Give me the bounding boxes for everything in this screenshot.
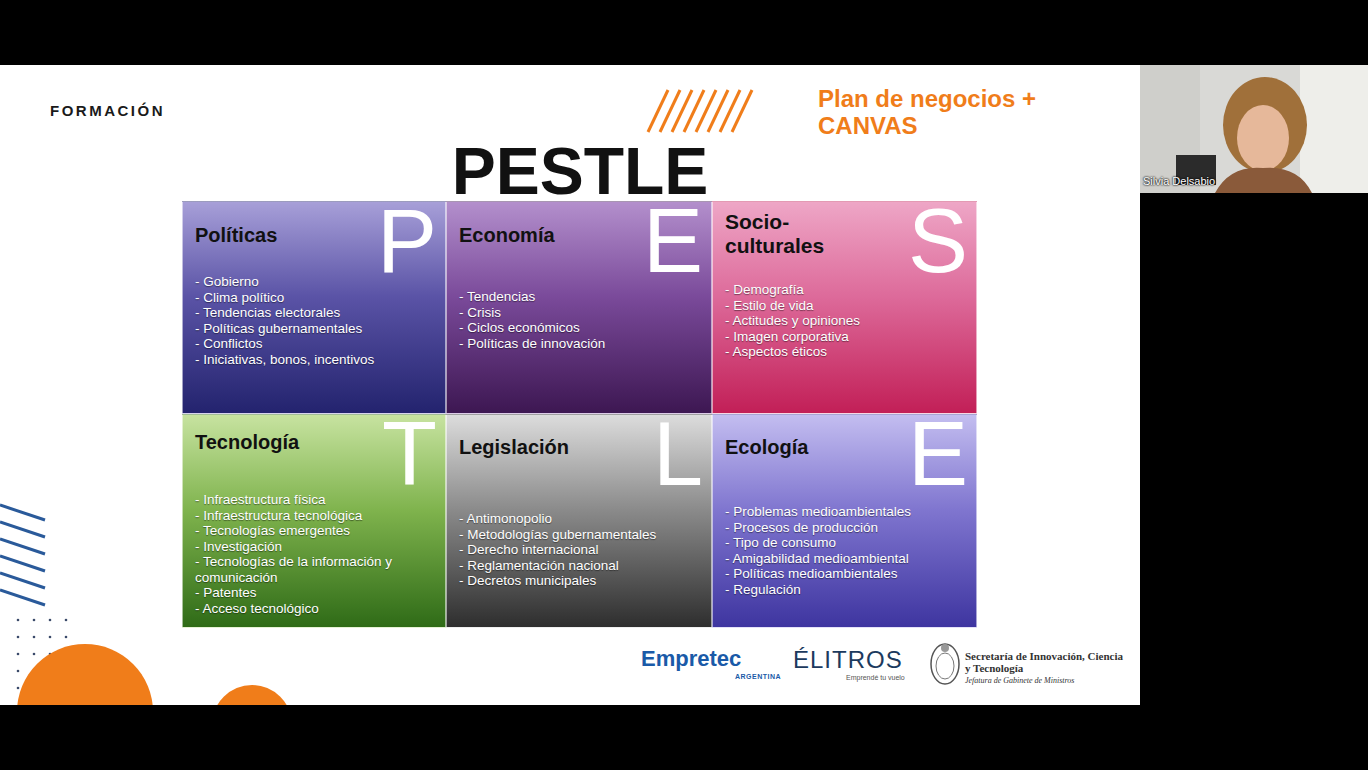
list-item: - Imagen corporativa bbox=[725, 329, 966, 345]
logo-text: ÉLITROS bbox=[793, 646, 903, 674]
list-item: - Demografía bbox=[725, 282, 966, 298]
list-item: - Tecnologías emergentes bbox=[195, 523, 435, 539]
list-item: - Patentes bbox=[195, 585, 435, 601]
list-item: - Aspectos éticos bbox=[725, 344, 966, 360]
blue-stripes bbox=[0, 505, 45, 605]
pestle-cell: EconomíaE- Tendencias- Crisis- Ciclos ec… bbox=[446, 201, 712, 414]
item-list: - Infraestructura física- Infraestructur… bbox=[195, 492, 435, 616]
list-item: - Crisis bbox=[459, 305, 701, 321]
list-item: - Procesos de producción bbox=[725, 520, 966, 536]
list-item: - Políticas medioambientales bbox=[725, 566, 966, 582]
cell-heading: Legislación bbox=[459, 436, 569, 458]
cell-heading: Ecología bbox=[725, 436, 808, 458]
list-item: - Políticas de innovación bbox=[459, 336, 701, 352]
cell-heading: Socio- culturales bbox=[725, 210, 855, 258]
cell-heading: Tecnología bbox=[195, 431, 299, 453]
institution-name: Secretaría de Innovación, Ciencia y Tecn… bbox=[965, 650, 1125, 674]
cell-heading: Políticas bbox=[195, 224, 277, 246]
list-item: - Reglamentación nacional bbox=[459, 558, 701, 574]
orange-circles bbox=[17, 644, 292, 705]
list-item: - Clima político bbox=[195, 290, 435, 306]
logo-text: Empretec bbox=[641, 646, 741, 672]
list-item: - Infraestructura física bbox=[195, 492, 435, 508]
list-item: - Antimonopolio bbox=[459, 511, 701, 527]
list-item: - Investigación bbox=[195, 539, 435, 555]
list-item: - Tendencias electorales bbox=[195, 305, 435, 321]
cell-initial: S bbox=[908, 196, 968, 286]
list-item: - Conflictos bbox=[195, 336, 435, 352]
institution-subname: Jefatura de Gabinete de Ministros bbox=[965, 676, 1074, 685]
pestle-cell: EcologíaE- Problemas medioambientales- P… bbox=[712, 414, 977, 628]
list-item: - Políticas gubernamentales bbox=[195, 321, 435, 337]
list-item: - Tendencias bbox=[459, 289, 701, 305]
list-item: - Problemas medioambientales bbox=[725, 504, 966, 520]
item-list: - Demografía- Estilo de vida- Actitudes … bbox=[725, 282, 966, 360]
webcam-image bbox=[1140, 65, 1368, 193]
list-item: - Iniciativas, bonos, incentivos bbox=[195, 352, 435, 368]
list-item: - Tipo de consumo bbox=[725, 535, 966, 551]
list-item: - Tecnologías de la información y comuni… bbox=[195, 554, 435, 585]
participant-name: Silvia Delsabio bbox=[1143, 175, 1215, 187]
list-item: - Metodologías gubernamentales bbox=[459, 527, 701, 543]
list-item: - Acceso tecnológico bbox=[195, 601, 435, 617]
list-item: - Infraestructura tecnológica bbox=[195, 508, 435, 524]
coat-of-arms bbox=[931, 644, 959, 684]
cell-initial: E bbox=[643, 196, 703, 286]
pestle-cell: PolíticasP- Gobierno- Clima político- Te… bbox=[182, 201, 446, 414]
list-item: - Derecho internacional bbox=[459, 542, 701, 558]
cell-initial: T bbox=[382, 409, 437, 499]
pestle-cell: TecnologíaT- Infraestructura física- Inf… bbox=[182, 414, 446, 628]
list-item: - Amigabilidad medioambiental bbox=[725, 551, 966, 567]
cell-heading: Economía bbox=[459, 224, 555, 246]
cell-initial: L bbox=[653, 409, 703, 499]
logo-tagline: Emprendé tu vuelo bbox=[846, 674, 905, 681]
logo-subtext: ARGENTINA bbox=[735, 673, 781, 680]
pestle-cell: Socio- culturalesS- Demografía- Estilo d… bbox=[712, 201, 977, 414]
pestle-cell: LegislaciónL- Antimonopolio- Metodología… bbox=[446, 414, 712, 628]
item-list: - Tendencias- Crisis- Ciclos económicos-… bbox=[459, 289, 701, 351]
list-item: - Gobierno bbox=[195, 274, 435, 290]
list-item: - Estilo de vida bbox=[725, 298, 966, 314]
cell-initial: E bbox=[908, 409, 968, 499]
item-list: - Problemas medioambientales- Procesos d… bbox=[725, 504, 966, 597]
list-item: - Regulación bbox=[725, 582, 966, 598]
list-item: - Decretos municipales bbox=[459, 573, 701, 589]
course-title: Plan de negocios + CANVAS bbox=[818, 85, 1088, 139]
list-item: - Actitudes y opiniones bbox=[725, 313, 966, 329]
section-label: FORMACIÓN bbox=[50, 102, 165, 119]
item-list: - Antimonopolio- Metodologías gubernamen… bbox=[459, 511, 701, 589]
orange-slashes bbox=[648, 90, 752, 132]
cell-initial: P bbox=[377, 196, 437, 286]
list-item: - Ciclos económicos bbox=[459, 320, 701, 336]
item-list: - Gobierno- Clima político- Tendencias e… bbox=[195, 274, 435, 367]
